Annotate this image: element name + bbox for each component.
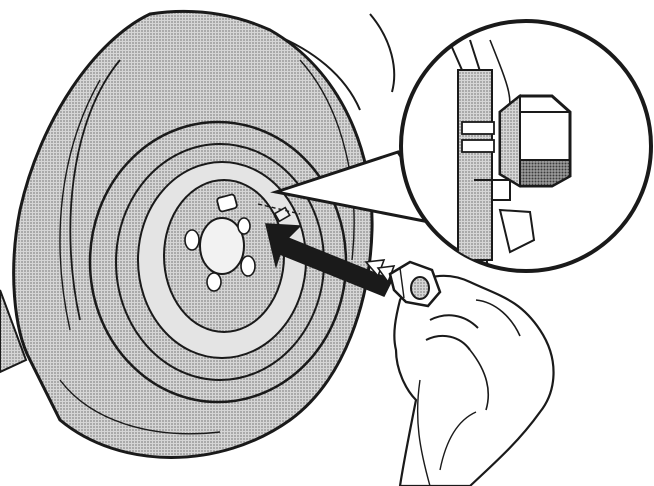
- arrow-icon: [265, 223, 396, 297]
- hand-icon: [393, 274, 555, 486]
- lug-nut-icon: [498, 93, 572, 188]
- wheel-icon: [88, 120, 348, 404]
- handheld-lug-nut: [388, 260, 442, 308]
- magnifier-callout-icon: [270, 19, 653, 273]
